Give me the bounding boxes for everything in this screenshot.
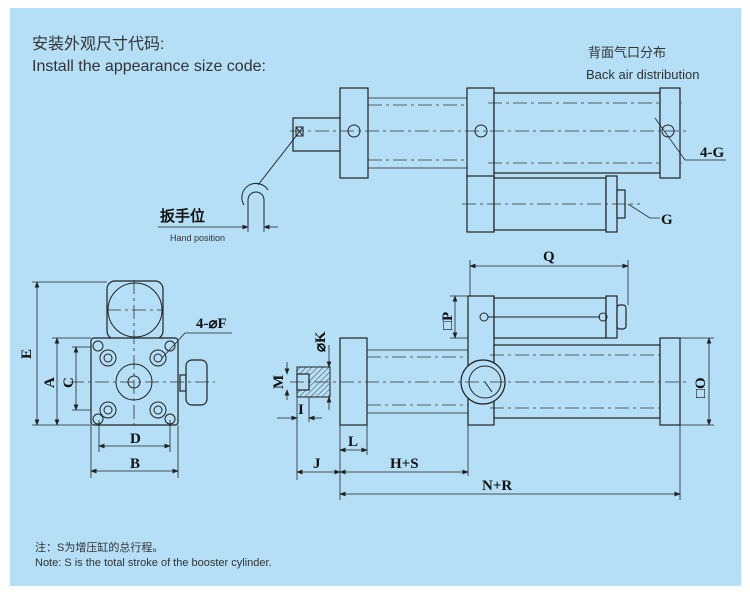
dim-o: □O: [693, 377, 709, 398]
dim-g: G: [661, 212, 673, 228]
dim-p: □P: [440, 312, 456, 330]
dim-a: A: [42, 377, 58, 388]
dim-d: D: [130, 431, 141, 447]
hand-position-label-en: Hand position: [170, 233, 225, 243]
dim-i: I: [298, 402, 304, 418]
dim-k: ⌀K: [313, 331, 329, 352]
dim-n-r: N+R: [482, 478, 512, 494]
hand-position-label-cn: 扳手位: [160, 207, 205, 225]
dim-e: E: [19, 349, 35, 359]
dim-b: B: [130, 456, 140, 472]
dim-h-s: H+S: [390, 456, 419, 472]
dim-j: J: [313, 456, 321, 472]
dim-4f: 4-⌀F: [196, 316, 227, 332]
top-view: [158, 87, 726, 233]
title-en: Install the appearance size code:: [32, 58, 266, 75]
back-air-label-cn: 背面气口分布: [588, 45, 666, 60]
dim-q: Q: [543, 249, 555, 265]
dim-4g: 4-G: [700, 145, 724, 161]
end-view: [32, 280, 232, 478]
note-en: Note: S is the total stroke of the boost…: [35, 557, 272, 569]
note-cn: 注：S为增压缸的总行程。: [35, 540, 163, 554]
dim-c: C: [61, 377, 77, 388]
back-air-label-en: Back air distribution: [586, 67, 699, 82]
title-cn: 安装外观尺寸代码:: [32, 35, 164, 53]
dim-m: M: [271, 375, 287, 389]
dim-l: L: [348, 434, 358, 450]
side-view: [277, 260, 714, 500]
